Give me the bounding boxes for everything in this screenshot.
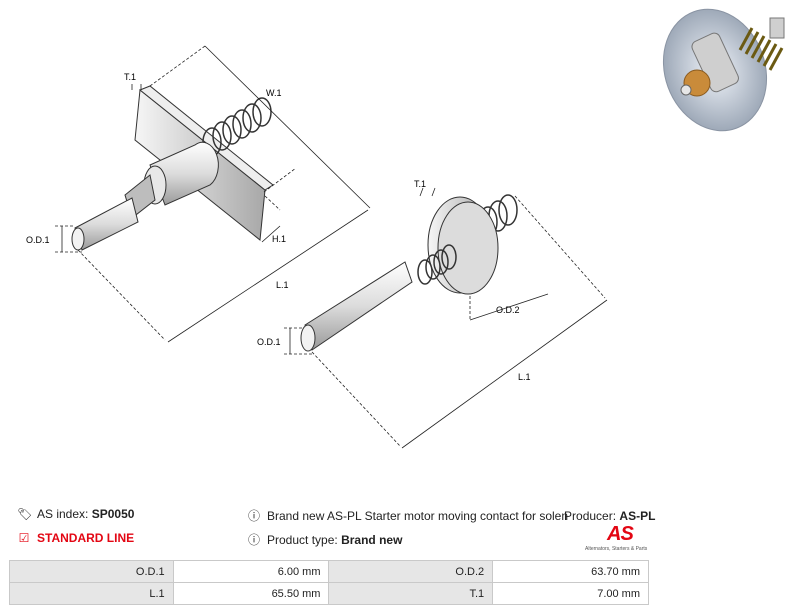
right-part-drawing: T.1 O.D.2 O.D.1 L.1 [257,179,608,449]
check-square-icon: ☑ [18,531,30,545]
collar [149,141,219,206]
spec-value: 65.50 mm [172,582,330,605]
right-dimension-lines [284,187,608,449]
right-l1-label: L.1 [518,372,531,382]
logo-mark: AS [607,523,634,545]
product-type-row: ⓘ Product type: Brand new [247,531,402,548]
shaft [74,197,139,251]
as-index-label: AS index: [37,507,89,521]
specs-table: O.D.1 6.00 mm O.D.2 63.70 mm L.1 65.50 m… [9,560,649,605]
spec-label: O.D.2 [328,560,494,583]
spec-value: 7.00 mm [492,582,649,605]
info-circle-icon: ⓘ [247,533,260,547]
product-description: Brand new AS-PL Starter motor moving con… [267,508,569,523]
table-row: O.D.1 6.00 mm O.D.2 63.70 mm [9,560,649,583]
as-index-value: SP0050 [91,507,135,521]
left-part-drawing: T.1 W.1 H.1 O.D.1 L.1 [26,45,371,343]
producer-value: AS-PL [619,508,656,523]
right-od1-label: O.D.1 [257,337,281,347]
spec-value: 6.00 mm [172,560,330,583]
technical-drawing: T.1 W.1 H.1 O.D.1 L.1 [26,8,785,449]
spec-label: O.D.1 [9,560,174,583]
left-l1-label: L.1 [276,280,289,290]
dimension-lines [55,45,371,343]
standard-line-row: ☑ STANDARD LINE [17,531,135,545]
right-od2-label: O.D.2 [496,305,520,315]
spec-label: T.1 [328,582,494,605]
front-spring [417,244,457,285]
info-circle-icon: ⓘ [247,509,260,523]
left-w1-label: W.1 [266,88,282,98]
product-type-value: Brand new [341,532,403,547]
logo-tagline: Alternators, Starters & Parts [585,546,648,552]
spec-value: 63.70 mm [492,560,649,583]
product-photo [662,8,785,132]
description-row: ⓘ Brand new AS-PL Starter motor moving c… [247,507,655,524]
left-t1-label: T.1 [124,72,136,82]
spec-label: L.1 [9,582,174,605]
as-pl-logo: AS Alternators, Starters & Parts [585,523,650,553]
producer-label: Producer: [564,508,617,523]
table-row: L.1 65.50 mm T.1 7.00 mm [9,582,649,605]
right-shaft [304,261,413,351]
left-od1-label: O.D.1 [26,235,50,245]
right-t1-label: T.1 [414,179,426,189]
product-type-label: Product type: [267,532,338,547]
tag-icon: 🏷︎ [17,507,33,521]
as-index-row: 🏷︎ AS index: SP0050 [17,507,134,521]
standard-line-label: STANDARD LINE [37,531,135,545]
left-h1-label: H.1 [272,234,286,244]
